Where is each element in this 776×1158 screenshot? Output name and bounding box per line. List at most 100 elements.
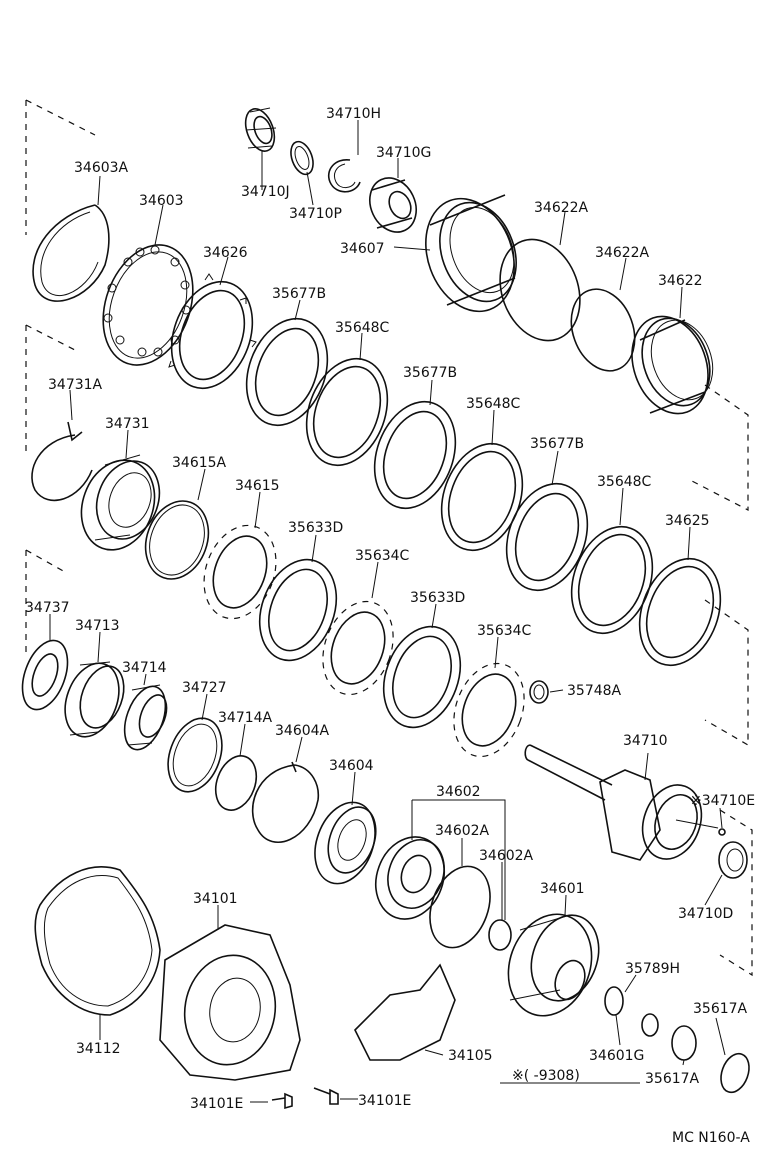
label-34710E: ※34710E [690,793,755,809]
part-34615-plate [203,524,277,620]
part-34603-spring-retainer [102,244,194,366]
part-34710P-ring [290,140,314,176]
part-34710G-bearing [369,177,417,233]
label-35748A: 35748A [567,683,622,699]
label-34731A: 34731A [48,377,103,393]
label-34101E-1: 34101E [190,1096,243,1112]
label-34615A: 34615A [172,455,227,471]
leader-lines [49,120,726,1103]
part-34622-piston [631,315,714,415]
label-34622A-2: 34622A [595,245,650,261]
label-34710: 34710 [623,733,668,749]
part-34602A-oring-2 [488,919,512,951]
label-34737: 34737 [25,600,70,616]
label-34710P: 34710P [289,206,342,222]
part-35633D-plate-2 [382,625,462,729]
label-34622: 34622 [658,273,703,289]
alignment-guides [25,99,753,977]
part-34622A-oring-2 [570,288,636,372]
part-35634C-disc-2 [453,662,525,758]
part-35634C-disc-1 [322,600,394,696]
label-34607: 34607 [340,241,385,257]
label-34112: 34112 [76,1041,121,1057]
part-34710E-pin [718,828,726,836]
label-34101: 34101 [193,891,238,907]
label-34714: 34714 [122,660,167,676]
label-34604: 34604 [329,758,374,774]
part-34737-thrust-washer [21,639,69,711]
label-34713: 34713 [75,618,120,634]
label-35634C-2: 35634C [477,623,532,639]
part-34601G-washer [604,986,624,1016]
part-34622A-oring-1 [499,238,581,342]
label-35633D-1: 35633D [288,520,343,536]
label-34626: 34626 [203,245,248,261]
label-35789H: 35789H [625,961,680,977]
label-35617A-2: 35617A [645,1071,700,1087]
part-35677B-plate-2 [373,400,457,510]
label-34604A: 34604A [275,723,330,739]
part-35617A-oring-1 [671,1025,697,1061]
part-35677B-plate-1 [245,317,329,427]
label-34602A-1: 34602A [435,823,490,839]
part-34602-piston-assy [375,836,445,920]
label-34710H: 34710H [326,106,381,122]
part-35648C-disc-1 [305,357,389,467]
label-34710J: 34710J [241,184,290,200]
part-34607-drum [425,194,517,313]
label-34625: 34625 [665,513,710,529]
label-35677B-1: 35677B [272,286,326,302]
part-34710-input-shaft [524,744,719,861]
part-34727-ring [167,717,223,793]
label-34727: 34727 [182,680,227,696]
part-34713-race [64,661,125,738]
part-34101E-bolt-1 [271,1092,293,1110]
part-34626-flange-plate [168,273,257,390]
part-34731A-snap-ring [31,421,93,502]
label-34615: 34615 [235,478,280,494]
label-35648C-2: 35648C [466,396,521,412]
label-34601G: 34601G [589,1048,644,1064]
part-34615A-snap-ring [144,500,210,580]
part-35677B-plate-3 [505,482,589,592]
label-34710D: 34710D [678,906,733,922]
label-35648C-1: 35648C [335,320,390,336]
label-35617A-1: 35617A [693,1001,748,1017]
diagram-code: MC N160-A [672,1130,750,1146]
part-34714-bearing [123,684,168,751]
label-34602: 34602 [436,784,481,800]
part-34602A-oring-1 [429,865,491,949]
part-34101-transaxle-case [159,924,301,1081]
label-34105: 34105 [448,1048,493,1064]
part-35748A-seal [529,680,549,704]
part-35789H-seal [641,1013,659,1037]
label-34603A: 34603A [74,160,129,176]
label-34622A-1: 34622A [534,200,589,216]
label-34603: 34603 [139,193,184,209]
label-34731: 34731 [105,416,150,432]
part-35648C-disc-2 [440,442,524,552]
label-34714A: 34714A [218,710,273,726]
label-35677B-2: 35677B [403,365,457,381]
part-34105-bracket [354,963,456,1061]
part-34731-one-way-clutch [80,454,161,551]
part-35633D-plate-1 [258,558,338,662]
label-35633D-2: 35633D [410,590,465,606]
label-34601: 34601 [540,881,585,897]
label-35677B-3: 35677B [530,436,584,452]
part-35617A-oring-2 [720,1052,750,1094]
part-34112-gasket [34,866,161,1016]
part-34604-clutch-hub [314,801,377,885]
part-34604A-snap-ring [251,761,320,843]
part-34710D-seal [718,841,748,879]
applicability-note: ※( -9308) [512,1068,580,1084]
part-34714A-snap-ring [214,755,258,811]
label-34101E-2: 34101E [358,1093,411,1109]
label-34710G: 34710G [376,145,431,161]
part-35648C-disc-3 [570,525,654,635]
label-34602A-2: 34602A [479,848,534,864]
label-35648C-3: 35648C [597,474,652,490]
part-34710J-nut [244,107,277,152]
part-34603A-snap-ring [32,204,110,302]
